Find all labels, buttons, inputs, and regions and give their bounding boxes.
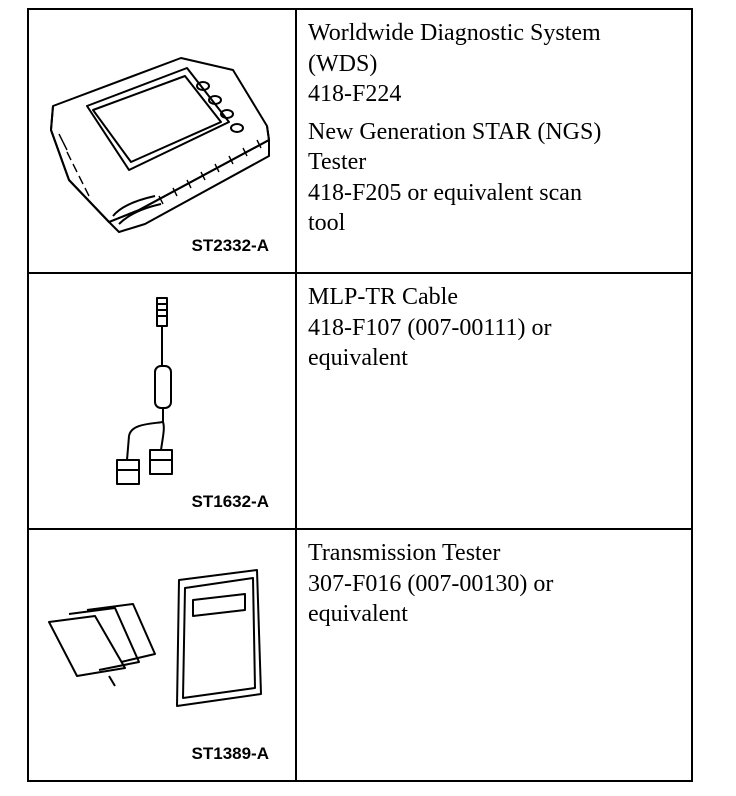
tool-row-wds: ST2332-A Worldwide Diagnostic System (WD… <box>29 10 691 274</box>
tool-description-line: MLP-TR Cable <box>308 284 458 310</box>
tool-description-line: Tester <box>308 149 367 175</box>
figure-id-label: ST1389-A <box>191 744 269 763</box>
tool-description-line: Worldwide Diagnostic System <box>308 20 601 46</box>
tool-description-line: 418-F224 <box>308 81 402 107</box>
tool-description: Worldwide Diagnostic System (WDS) 418-F2… <box>308 18 688 239</box>
tool-description-line: 418-F205 or equivalent scan <box>308 179 582 206</box>
tool-description: MLP-TR Cable 418-F107 (007-00111) or equ… <box>308 282 688 374</box>
special-tools-table: ST2332-A Worldwide Diagnostic System (WD… <box>27 8 693 782</box>
tool-description: Transmission Tester 307-F016 (007-00130)… <box>308 538 688 630</box>
tool-description-line: equivalent <box>308 345 408 371</box>
tool-image-cell: ST2332-A <box>29 10 297 272</box>
tool-row-transmission-tester: ST1389-A Transmission Tester 307-F016 (0… <box>29 530 691 780</box>
tool-image-cell: ST1389-A <box>29 530 297 780</box>
tool-row-mlp-tr-cable: ST1632-A MLP-TR Cable 418-F107 (007-0011… <box>29 274 691 530</box>
tool-description-line: (WDS) <box>308 50 378 77</box>
mlp-tr-cable-illustration <box>116 297 173 485</box>
tool-description-line: tool <box>308 210 346 236</box>
figure-id-label: ST1632-A <box>191 492 269 511</box>
figure-id-label: ST2332-A <box>191 236 269 255</box>
wds-tester-illustration <box>50 57 270 233</box>
tool-description-line: equivalent <box>308 601 408 627</box>
transmission-tester-illustration <box>48 569 262 707</box>
tool-image-cell: ST1632-A <box>29 274 297 528</box>
tool-description-line: 418-F107 (007-00111) or <box>308 314 552 341</box>
tool-description-line: New Generation STAR (NGS) <box>308 118 602 145</box>
tool-description-line: Transmission Tester <box>308 540 501 566</box>
tool-description-line: 307-F016 (007-00130) or <box>308 570 554 597</box>
